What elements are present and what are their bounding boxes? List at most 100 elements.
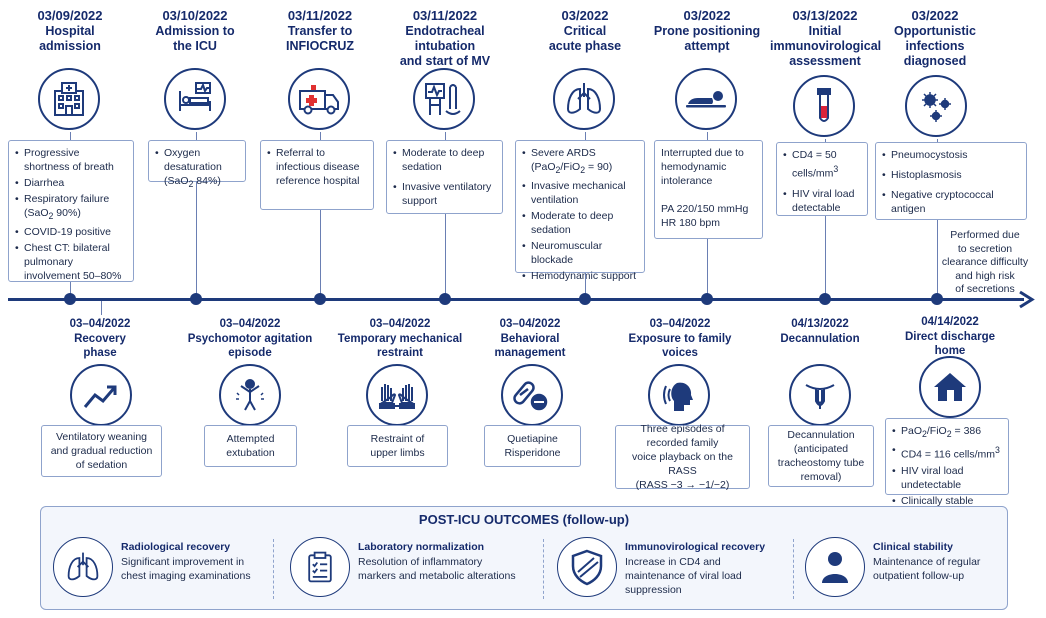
detail-text: PA 220/150 mmHg	[661, 203, 749, 215]
connector-line	[445, 214, 446, 299]
connector-line	[825, 139, 826, 142]
restrained-hands-icon	[366, 364, 428, 426]
event-details-box: Referral to infectious disease reference…	[260, 140, 374, 210]
detail-item: HIV viral load detectable	[783, 187, 861, 215]
event-date: 03–04/2022	[69, 318, 131, 330]
outcome-immunovirological: Immunovirological recovery Increase in C…	[553, 533, 793, 605]
outcome-title: Laboratory normalization	[358, 541, 485, 553]
timeline-marker	[314, 293, 326, 305]
clipboard-icon	[290, 537, 350, 597]
prone-patient-icon	[675, 68, 737, 130]
listening-head-icon	[648, 364, 710, 426]
lungs-icon	[553, 68, 615, 130]
connector-line	[585, 132, 586, 140]
timeline-marker	[819, 293, 831, 305]
connector-line	[707, 132, 708, 140]
connector-line	[70, 282, 71, 299]
detail-item: Respiratory failure (SaO2 90%)	[15, 192, 127, 223]
event-date: 03/13/2022	[792, 8, 858, 23]
timeline-arrowhead	[1019, 290, 1035, 309]
connector-line	[585, 273, 586, 299]
tracheostomy-tube-icon	[789, 364, 851, 426]
detail-item: Referral to infectious disease reference…	[267, 146, 367, 188]
event-details-box: PaO2/FiO2 = 386 CD4 = 116 cells/mm3 HIV …	[885, 418, 1009, 508]
connector-line	[825, 216, 826, 299]
event-details-box: Moderate to deep sedation Invasive venti…	[386, 140, 503, 214]
event-date: 03–04/2022	[499, 318, 561, 330]
event-date: 03/11/2022	[287, 8, 353, 23]
agitated-person-icon	[219, 364, 281, 426]
detail-item: Invasive mechanical ventilation	[522, 179, 638, 207]
event-date: 03/10/2022	[162, 8, 228, 23]
connector-line	[937, 220, 938, 299]
event-details-box: Interrupted due to hemodynamic intoleran…	[654, 140, 763, 239]
icu-bed-icon	[164, 68, 226, 130]
connector-line	[320, 210, 321, 299]
pills-icon	[501, 364, 563, 426]
outcome-title: Clinical stability	[873, 541, 953, 553]
detail-item: Clinically stable	[892, 494, 1002, 508]
event-title: Decannulation	[780, 333, 860, 345]
post-icu-title: POST-ICU OUTCOMES (follow-up)	[418, 512, 630, 527]
detail-text: HR 180 bpm	[661, 217, 720, 229]
outcome-title: Radiological recovery	[121, 541, 231, 553]
detail-item: Moderate to deep sedation	[522, 209, 638, 237]
outcome-laboratory: Laboratory normalization Resolution of i…	[286, 533, 526, 605]
detail-item: Hemodynamic support	[522, 269, 638, 283]
event-date: 04/14/2022	[921, 316, 979, 328]
connector-line	[937, 139, 938, 142]
detail-item: PaO2/FiO2 = 386	[892, 424, 1002, 441]
event-date: 03/09/2022	[37, 8, 103, 23]
event-details-box: Pneumocystosis Histoplasmosis Negative c…	[875, 142, 1027, 220]
outcome-text: Significant improvement in chest imaging…	[121, 556, 251, 582]
timeline-marker	[190, 293, 202, 305]
connector-line	[320, 132, 321, 140]
detail-item: Neuromuscular blockade	[522, 239, 638, 267]
detail-item: CD4 = 50 cells/mm3	[783, 148, 861, 181]
detail-text: Interrupted due to hemodynamic intoleran…	[661, 147, 744, 187]
hospital-icon	[38, 68, 100, 130]
timeline-marker	[579, 293, 591, 305]
event-date: 03/2022	[911, 8, 959, 23]
title-line: admission	[39, 39, 101, 53]
timeline-marker	[439, 293, 451, 305]
divider	[273, 539, 274, 599]
timeline-marker	[701, 293, 713, 305]
shield-icon	[557, 537, 617, 597]
detail-item: Histoplasmosis	[882, 168, 1020, 182]
event-date: 03/2022	[683, 8, 731, 23]
event-details-box: Oxygen desaturation (SaO2 84%)	[148, 140, 246, 189]
connector-line	[445, 132, 446, 140]
person-icon	[805, 537, 865, 597]
event-details-box: CD4 = 50 cells/mm3 HIV viral load detect…	[776, 142, 868, 216]
outcome-radiological: Radiological recovery Significant improv…	[49, 533, 269, 605]
event-date: 03/2022	[561, 8, 609, 23]
outcome-text: Maintenance of regular outpatient follow…	[873, 556, 981, 582]
title-line: Hospital	[45, 24, 95, 38]
detail-item: Severe ARDS (PaO2/FiO2 = 90)	[522, 146, 638, 177]
trend-up-icon	[70, 364, 132, 426]
event-date: 03–04/2022	[219, 318, 281, 330]
connector-line	[70, 132, 71, 140]
divider	[543, 539, 544, 599]
connector-line	[196, 182, 197, 299]
event-details-box: Severe ARDS (PaO2/FiO2 = 90) Invasive me…	[515, 140, 645, 283]
